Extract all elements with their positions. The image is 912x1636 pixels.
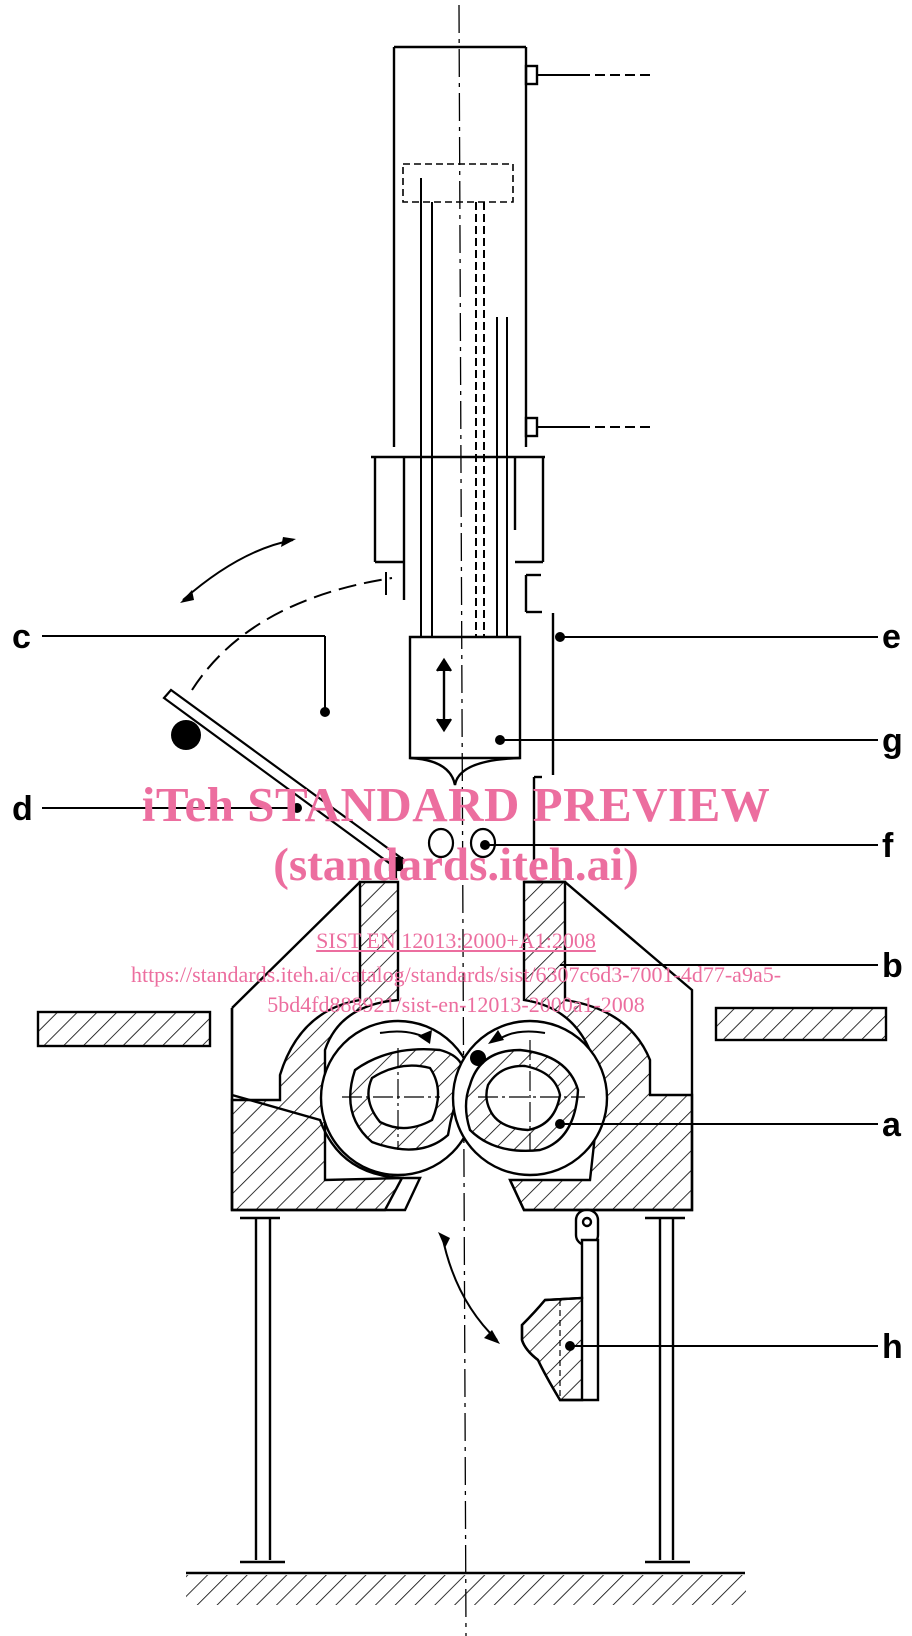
guide-flange xyxy=(371,455,545,614)
feed-flap xyxy=(162,688,406,880)
gap-material xyxy=(470,1050,486,1066)
lever-swing-arrow xyxy=(441,1234,498,1341)
label-d: d xyxy=(12,790,33,828)
center-axis xyxy=(458,4,467,1636)
label-c: c xyxy=(12,618,31,656)
label-a: a xyxy=(882,1106,902,1144)
label-b: b xyxy=(882,947,903,985)
label-h: h xyxy=(882,1328,903,1366)
guard-plate xyxy=(532,613,555,870)
support-legs xyxy=(240,1216,690,1564)
crusher-housing-left xyxy=(230,880,422,1212)
platform-left xyxy=(36,1010,212,1048)
flap-swing-arc xyxy=(191,577,393,691)
crusher-housing-right xyxy=(508,880,694,1212)
flap-rotation-arrow xyxy=(182,539,294,601)
leader-lines xyxy=(42,635,878,1347)
cylinder-housing xyxy=(392,45,539,447)
leader-dots xyxy=(292,632,575,1351)
hydraulic-connections xyxy=(537,74,655,428)
platform-right xyxy=(714,1006,888,1042)
piston xyxy=(402,163,514,203)
counterweight xyxy=(171,720,201,750)
piston-rod xyxy=(420,178,508,637)
ram-head xyxy=(408,635,522,786)
roller-right xyxy=(451,1019,609,1177)
ground xyxy=(186,1571,746,1605)
roller-left xyxy=(319,1019,477,1177)
feed-material xyxy=(427,827,497,859)
label-e: e xyxy=(882,618,901,656)
label-f: f xyxy=(882,827,894,865)
label-g: g xyxy=(882,722,903,760)
lever-arm xyxy=(520,1208,600,1402)
